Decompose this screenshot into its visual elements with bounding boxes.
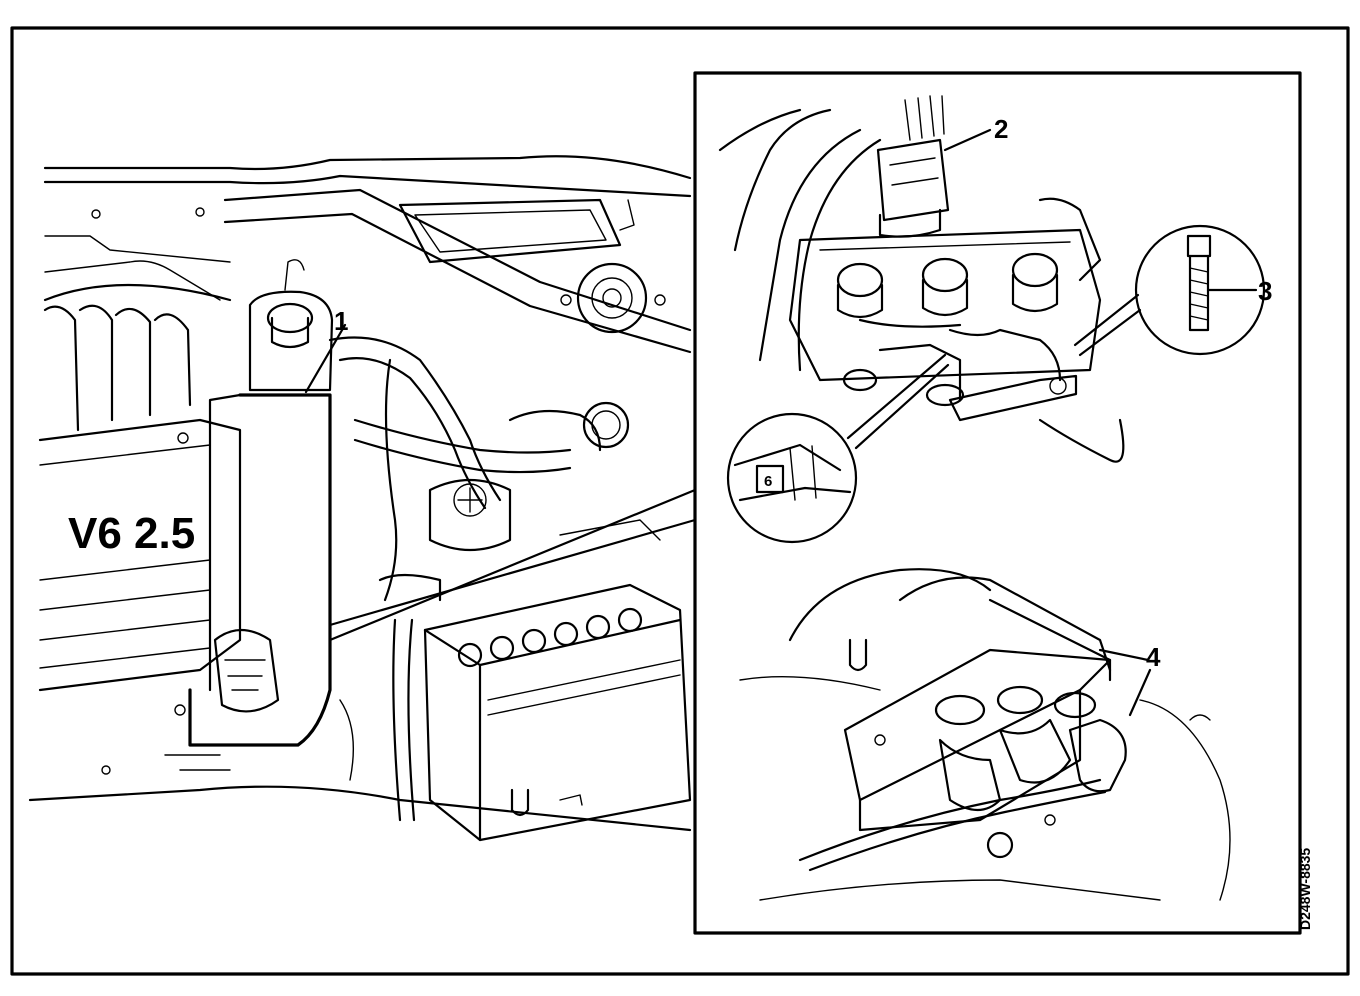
connector-magnifier: 6 bbox=[726, 353, 950, 544]
outer-frame bbox=[10, 26, 1350, 976]
module-assembly-detail: 4 bbox=[739, 568, 1231, 901]
engine-bay-illustration: V6 2.5 bbox=[28, 155, 697, 842]
coil-pack-detail: 2 bbox=[718, 95, 1125, 463]
callout-1: 1 bbox=[334, 306, 348, 336]
callout-4: 4 bbox=[1146, 642, 1161, 672]
engine-badge: V6 2.5 bbox=[68, 509, 195, 558]
detail-inset: 2 3 6 bbox=[693, 71, 1313, 935]
connector-number-box bbox=[755, 464, 785, 494]
callout-3: 3 bbox=[1258, 276, 1272, 306]
callout-2: 2 bbox=[994, 114, 1008, 144]
connector-number: 6 bbox=[764, 473, 772, 490]
bolt-detail: 3 bbox=[1073, 224, 1272, 357]
drawing-code: D248W-8835 bbox=[1297, 848, 1313, 930]
